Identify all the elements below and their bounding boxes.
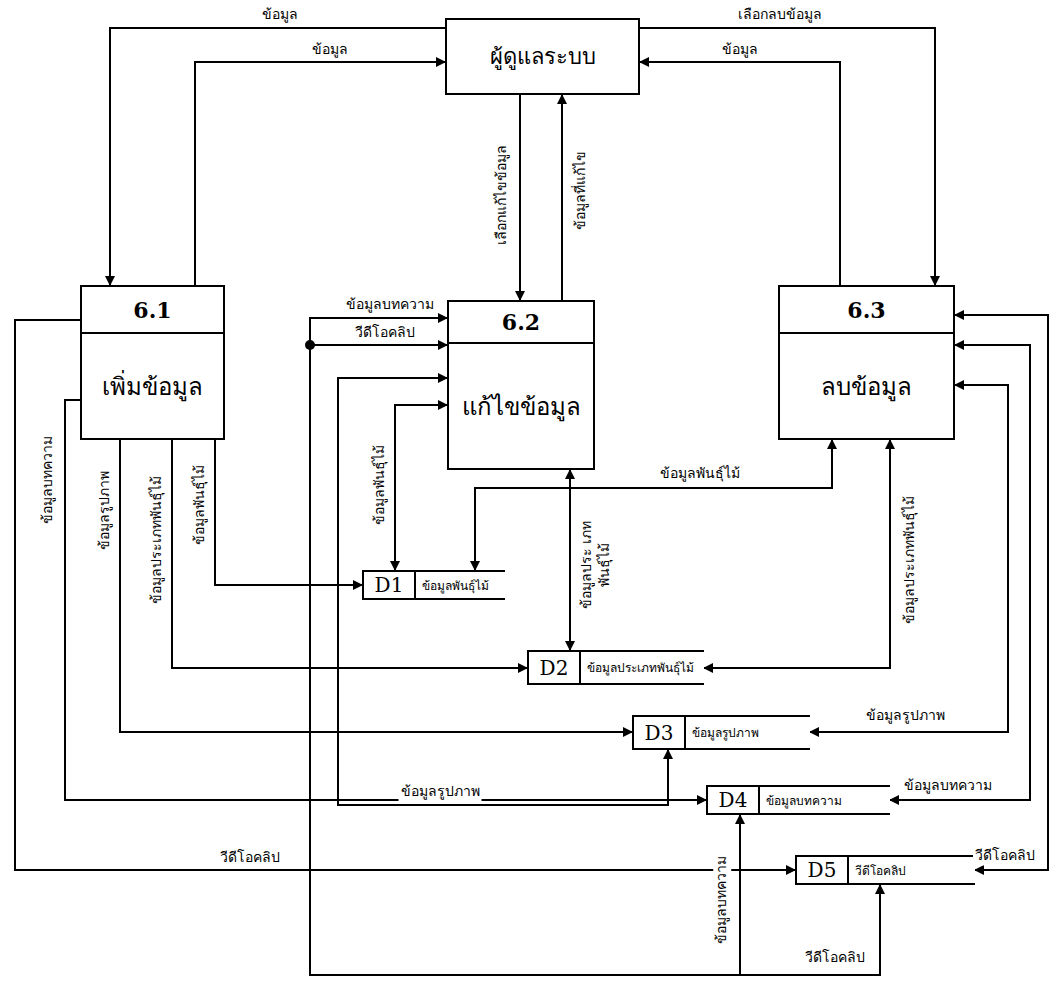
data-flow — [561, 95, 563, 300]
process-name: แก้ไขข้อมูล — [449, 344, 593, 468]
store-name: ข้อมูลบทความ — [760, 787, 848, 813]
flow-label: ข้อมูลรูปภาพ — [864, 707, 947, 725]
process-number: 6.2 — [449, 302, 593, 344]
flow-label: ข้อมูลที่แก้ไข — [572, 149, 590, 232]
data-flow — [640, 62, 840, 285]
data-flow — [120, 440, 632, 732]
flow-label: ข้อมูลรูปภาพ — [399, 783, 482, 801]
flow-label: ข้อมูลพันธุ์ไม้ — [658, 465, 742, 483]
flow-label: วีดีโอคลิป — [218, 849, 282, 867]
store-name: ข้อมูลพันธุ์ไม้ — [416, 572, 495, 598]
flow-label: ข้อมูลพันธุ์ไม้ — [191, 463, 209, 547]
flow-label: เลือกลบข้อมูล — [736, 6, 824, 24]
process-number: 6.1 — [82, 287, 223, 334]
flow-label: ข้อมูลบทความ — [39, 434, 57, 526]
data-flow — [640, 28, 935, 285]
external-entity: ผู้ดูแลระบบ — [445, 18, 640, 95]
process-box: 6.3ลบข้อมูล — [778, 285, 955, 440]
process-number: 6.3 — [780, 287, 953, 334]
flow-label: วีดีโอคลิป — [353, 324, 417, 342]
store-id: D5 — [797, 857, 849, 883]
data-store: D1ข้อมูลพันธุ์ไม้ — [362, 570, 505, 600]
data-flow — [310, 318, 740, 975]
store-id: D4 — [708, 787, 760, 813]
data-flow — [215, 440, 362, 585]
flow-label: ข้อมูลประเภทพันธุ์ไม้ — [901, 494, 919, 626]
flow-label: เลือกแก้ไขข้อมูล — [493, 143, 511, 247]
data-flow — [65, 400, 706, 800]
store-name: ข้อมูลรูปภาพ — [686, 717, 765, 748]
data-flow — [195, 62, 445, 285]
flow-label: ข้อมูลบทความ — [713, 854, 731, 946]
flow-label: ข้อมูล — [310, 41, 350, 59]
store-id: D3 — [634, 717, 686, 748]
process-name: เพิ่มข้อมูล — [82, 334, 223, 438]
store-name: วีดีโอคลิป — [849, 857, 912, 883]
entity-name: ผู้ดูแลระบบ — [480, 39, 606, 74]
flow-label: ข้อมูล — [720, 41, 760, 59]
process-box: 6.1เพิ่มข้อมูล — [80, 285, 225, 440]
flow-label: วีดีโอคลิป — [803, 949, 867, 967]
data-store: D5วีดีโอคลิป — [795, 855, 975, 885]
store-id: D1 — [364, 572, 416, 598]
data-store: D2ข้อมูลประเภทพันธุ์ไม้ — [527, 650, 704, 685]
data-flow — [569, 470, 571, 650]
data-flow — [519, 95, 521, 300]
store-name: ข้อมูลประเภทพันธุ์ไม้ — [581, 652, 700, 683]
flow-label: ข้อมูลประเภทพันธุ์ไม้ — [148, 474, 166, 606]
data-flow — [395, 405, 447, 570]
store-id: D2 — [529, 652, 581, 683]
data-flow — [172, 440, 527, 668]
data-store: D3ข้อมูลรูปภาพ — [632, 715, 810, 750]
flow-label: ข้อมูลพันธุ์ไม้ — [371, 443, 389, 527]
flow-label: วีดีโอคลิป — [973, 847, 1037, 865]
flow-label: ข้อมูลบทความ — [902, 777, 994, 795]
flow-label: ข้อมูลรูปภาพ — [96, 469, 114, 552]
flow-label: ข้อมูล — [260, 6, 300, 24]
flow-label: ข้อมูลประ เภทพันธุ์ไม้ — [578, 518, 613, 612]
process-name: ลบข้อมูล — [780, 334, 953, 438]
data-flow — [110, 28, 445, 285]
flow-label: ข้อมูลบทความ — [344, 296, 436, 314]
data-store: D4ข้อมูลบทความ — [706, 785, 890, 815]
process-box: 6.2แก้ไขข้อมูล — [447, 300, 595, 470]
